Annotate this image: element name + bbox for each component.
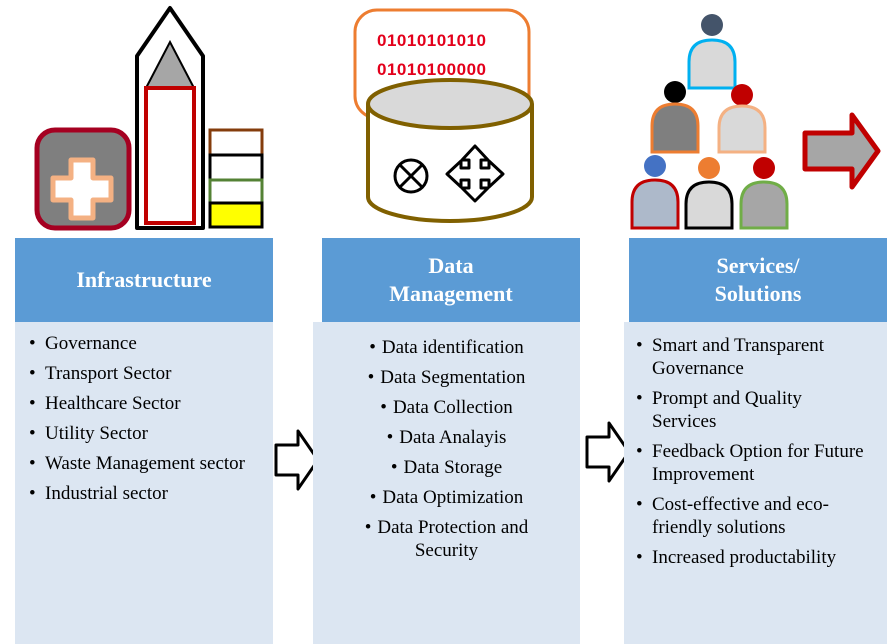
cross-circle-icon xyxy=(393,158,429,194)
hospital-icon xyxy=(34,127,132,231)
data-management-title: Data Management xyxy=(389,253,513,306)
infrastructure-list: Governance Transport Sector Healthcare S… xyxy=(27,332,263,505)
move-arrows-icon xyxy=(445,144,505,203)
services-list: Smart and Transparent Governance Prompt … xyxy=(634,334,881,569)
data-management-header: Data Management xyxy=(322,238,580,322)
list-item: Data Collection xyxy=(319,396,574,419)
list-item: Feedback Option for Future Improvement xyxy=(634,440,881,486)
list-item: Data Protection and Security xyxy=(337,516,557,562)
list-item: Healthcare Sector xyxy=(27,392,263,415)
list-item: Governance xyxy=(27,332,263,355)
infrastructure-panel: Governance Transport Sector Healthcare S… xyxy=(15,322,273,644)
stacked-boxes-icon xyxy=(208,128,264,229)
services-header: Services/ Solutions xyxy=(629,238,887,322)
services-title: Services/ Solutions xyxy=(714,253,802,306)
list-item: Data Analayis xyxy=(319,426,574,449)
database-cylinder-icon xyxy=(366,78,534,223)
list-item: Waste Management sector xyxy=(27,452,270,475)
data-management-list: Data identification Data Segmentation Da… xyxy=(319,336,574,562)
infrastructure-title: Infrastructure xyxy=(76,267,212,292)
list-item: Data Optimization xyxy=(319,486,574,509)
building-icon xyxy=(135,6,205,230)
list-item: Industrial sector xyxy=(27,482,263,505)
list-item: Cost-effective and eco-friendly solution… xyxy=(634,493,881,539)
binary-line-1: 01010101010 xyxy=(377,31,487,50)
outline-arrow-icon xyxy=(274,429,320,491)
list-item: Prompt and Quality Services xyxy=(634,387,862,433)
data-management-panel: Data identification Data Segmentation Da… xyxy=(313,322,580,644)
list-item: Smart and Transparent Governance xyxy=(634,334,881,380)
right-arrow-icon xyxy=(802,112,881,190)
list-item: Data Storage xyxy=(319,456,574,479)
list-item: Data Segmentation xyxy=(319,366,574,389)
list-item: Transport Sector xyxy=(27,362,263,385)
list-item: Utility Sector xyxy=(27,422,263,445)
list-item: Increased productability xyxy=(634,546,852,569)
services-panel: Smart and Transparent Governance Prompt … xyxy=(624,322,887,644)
binary-line-2: 01010100000 xyxy=(377,60,487,79)
list-item: Data identification xyxy=(319,336,574,359)
infrastructure-header: Infrastructure xyxy=(15,238,273,322)
people-pyramid-icon xyxy=(630,14,789,230)
outline-arrow-icon xyxy=(585,421,631,483)
